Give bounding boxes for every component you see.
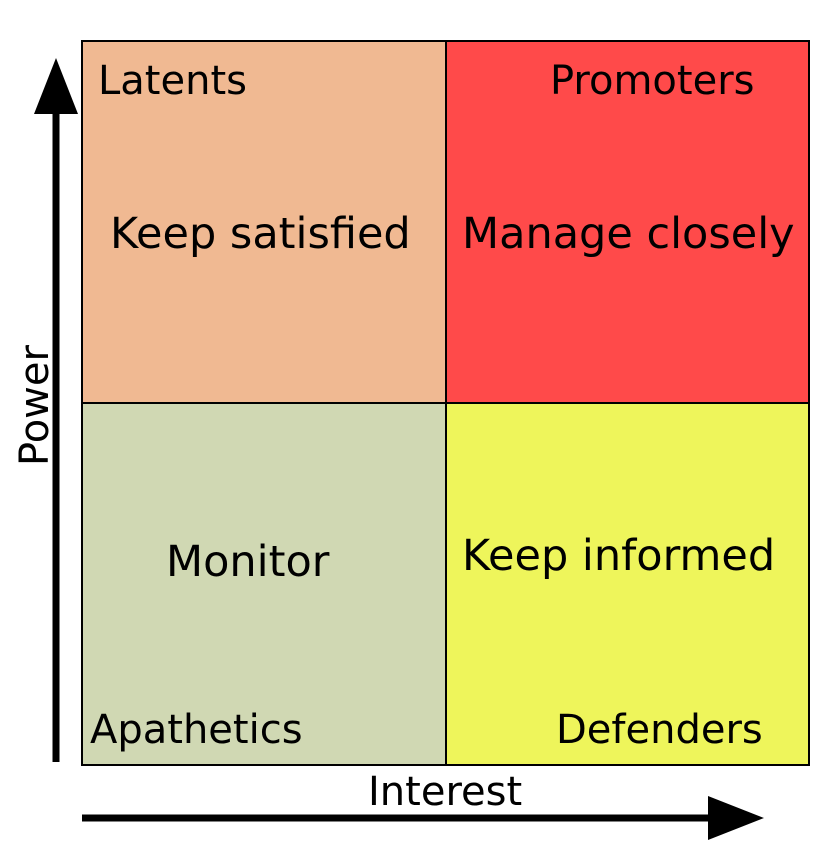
quadrant-action-monitor: Monitor bbox=[166, 537, 330, 587]
y-axis-label: Power bbox=[12, 345, 58, 466]
quadrant-action-manage-closely: Manage closely bbox=[462, 209, 795, 259]
y-axis-arrowhead bbox=[34, 58, 78, 114]
quadrant-promoters bbox=[445, 40, 810, 404]
quadrant-defenders bbox=[445, 402, 810, 766]
quadrant-action-keep-satisfied: Keep satisfied bbox=[110, 209, 411, 259]
x-axis-label: Interest bbox=[368, 769, 522, 815]
quadrant-title-defenders: Defenders bbox=[556, 707, 763, 753]
quadrant-title-latents: Latents bbox=[98, 58, 247, 104]
quadrant-title-apathetics: Apathetics bbox=[90, 707, 303, 753]
quadrant-latents bbox=[81, 40, 447, 404]
x-axis-arrowhead bbox=[708, 796, 764, 840]
quadrant-title-promoters: Promoters bbox=[550, 58, 754, 104]
quadrant-apathetics bbox=[81, 402, 447, 766]
quadrant-action-keep-informed: Keep informed bbox=[462, 531, 775, 581]
